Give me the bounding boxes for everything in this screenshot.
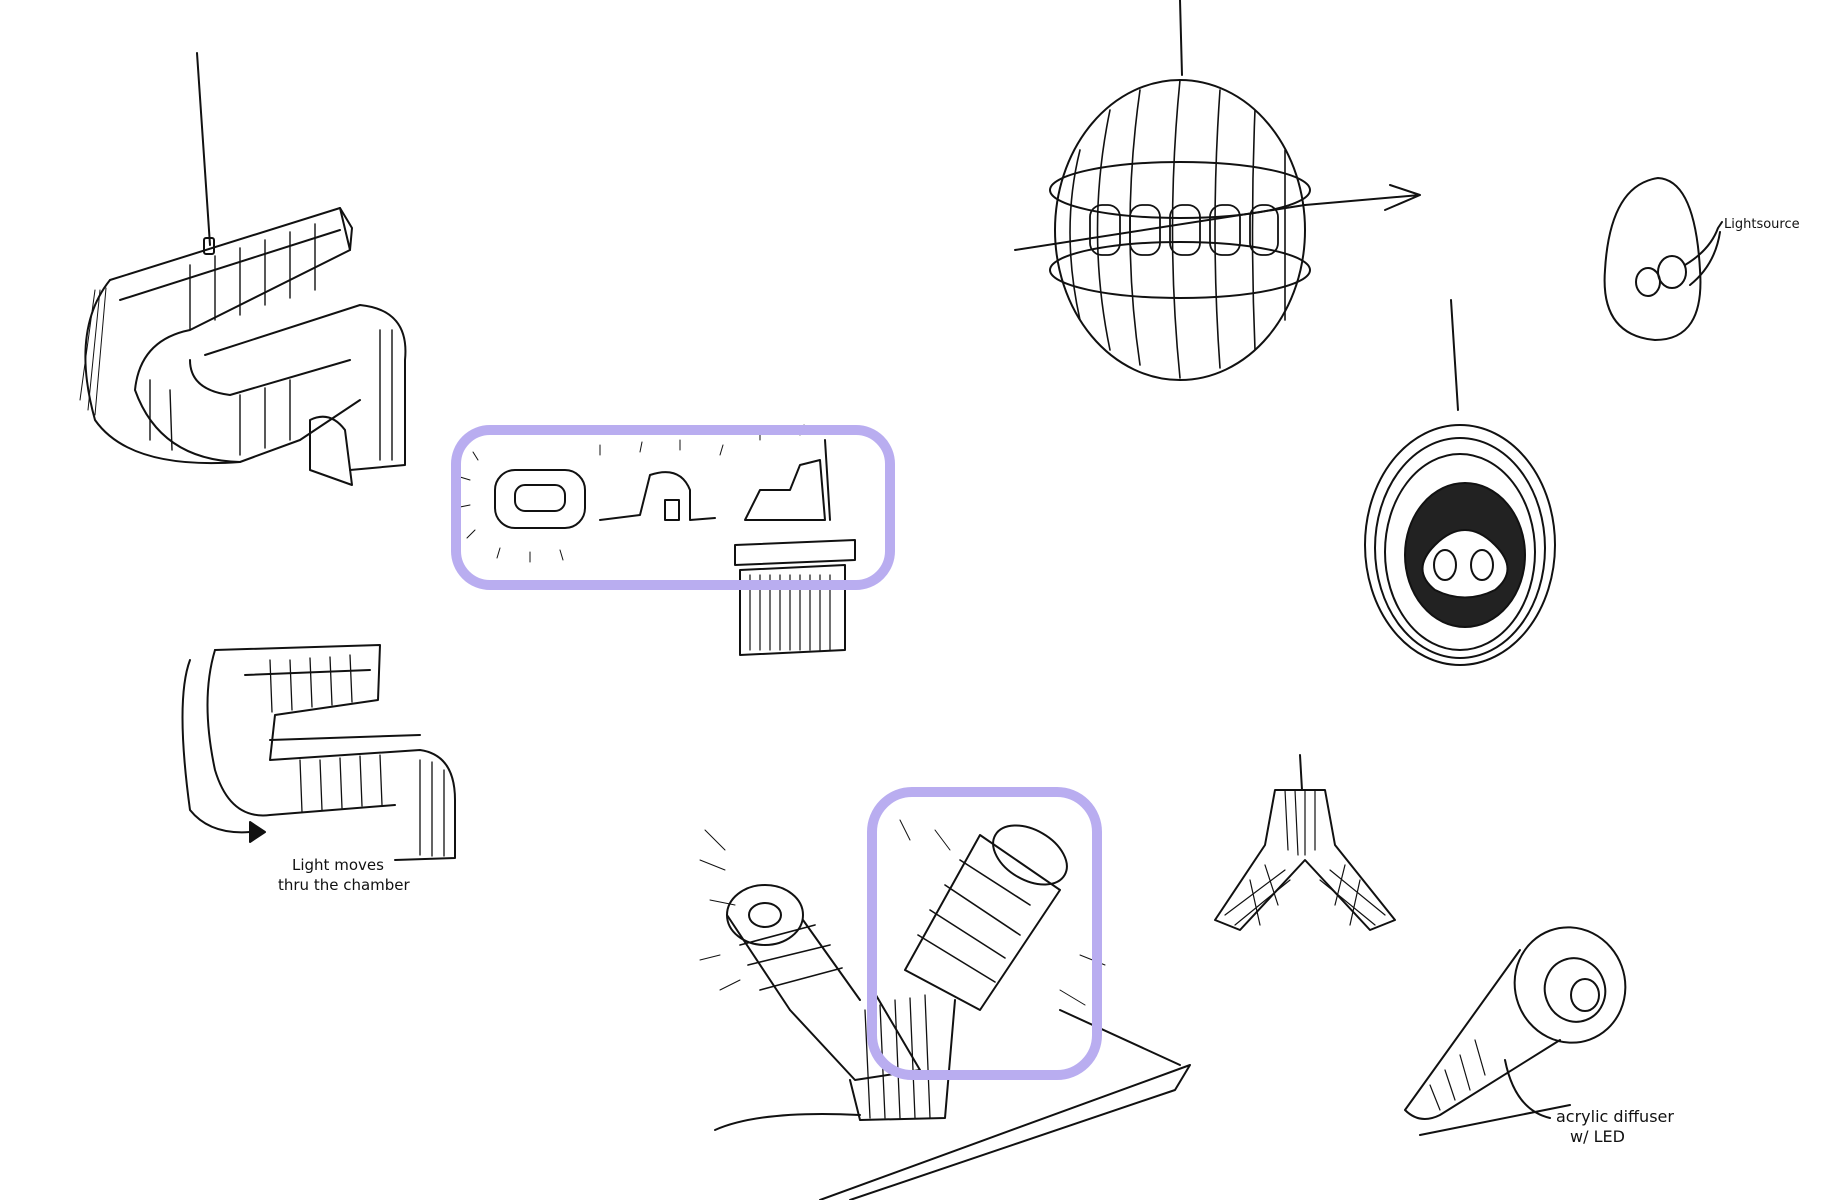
sketch-egg-lightsource (1603, 177, 1723, 341)
light-moves-line1: Light moves (292, 856, 384, 874)
highlight-box-shelf-row (451, 425, 895, 590)
sketch-cone-lamp (1404, 926, 1627, 1136)
sketch-ribbed-sphere-pendant (1014, 0, 1421, 381)
sketch-ribbed-tube-lamps (699, 819, 1191, 1200)
sketch-y-lamp (1214, 754, 1396, 931)
led-label: w/ LED (1570, 1127, 1625, 1146)
sketch-oval-pendant (1364, 299, 1556, 666)
highlight-box-tube-lamp (867, 787, 1102, 1080)
light-moves-line2: thru the chamber (278, 876, 411, 894)
sketch-s-curve-light-chamber (181, 644, 456, 861)
lightsource-label: Lightsource (1724, 217, 1800, 232)
sketch-three-shelf-variants (459, 424, 856, 656)
acrylic-diffuser-label: acrylic diffuser (1556, 1107, 1674, 1126)
sketch-curved-shelf-lamp (79, 52, 407, 486)
